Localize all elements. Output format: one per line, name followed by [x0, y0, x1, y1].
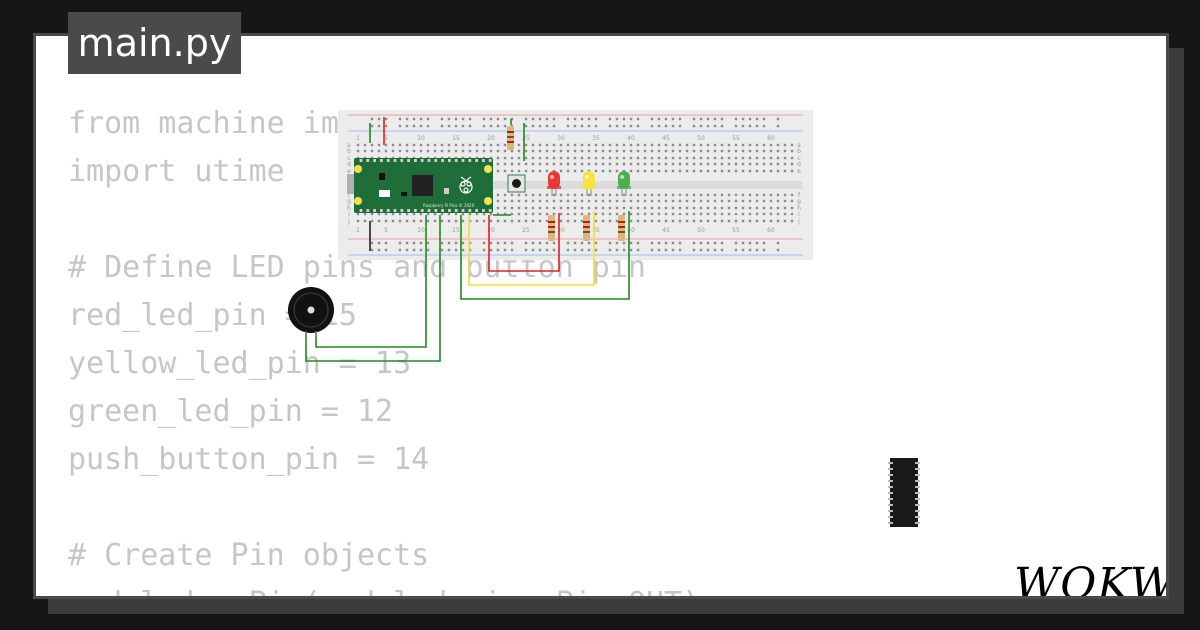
resistor-pullup	[507, 126, 514, 150]
code-line: green_led_pin = 12	[68, 394, 394, 429]
code-line: push_button_pin = 14	[68, 442, 430, 477]
raspberry-logo-icon	[459, 176, 473, 194]
wokwi-logo-text: WOKWi	[1014, 559, 1166, 599]
breadboard-row-label: b	[797, 148, 801, 155]
code-line: yellow_led_pin = 13	[68, 346, 412, 381]
wire-green-led	[460, 211, 630, 300]
breadboard-column-label: 45	[662, 135, 670, 142]
breadboard-row-label: e	[347, 168, 351, 175]
breadboard-column-label: 25	[522, 135, 530, 142]
code-line: red_led = Pin(red_led_pin, Pin.OUT)	[68, 580, 700, 596]
breadboard-column-label: 5	[384, 227, 388, 234]
breadboard-row-label: j	[797, 218, 800, 225]
breadboard-row-label: h	[347, 205, 351, 212]
breadboard-column-label: 35	[592, 227, 600, 234]
breadboard-row-label: b	[347, 148, 351, 155]
file-tab[interactable]: main.py	[68, 12, 241, 74]
breadboard-row-label: f	[348, 192, 351, 199]
breadboard-column-label: 20	[487, 227, 495, 234]
led-resistors	[548, 215, 625, 241]
wokwi-logo: WOKWi	[1014, 559, 1166, 596]
resistor-red	[548, 215, 555, 241]
breadboard-row-label: g	[347, 198, 351, 205]
breadboard-column-label: 40	[627, 227, 635, 234]
breadboard-column-label: 60	[767, 135, 775, 142]
rp2040-chip	[412, 175, 433, 196]
breadboard-column-label: 30	[557, 135, 565, 142]
raspberry-pi-pico: Raspberry Pi Pico © 2020	[347, 158, 493, 213]
breadboard-column-label: 35	[592, 135, 600, 142]
led-green	[617, 171, 631, 196]
wire-buzzer-1	[315, 215, 427, 348]
bootsel-button	[379, 190, 390, 197]
push-button	[507, 174, 526, 193]
breadboard-column-label: 1	[356, 227, 360, 234]
breadboard-row-label: i	[798, 211, 800, 218]
breadboard-row-label: h	[797, 205, 801, 212]
pico-pins	[359, 159, 492, 212]
breadboard-column-label: 50	[697, 227, 705, 234]
buzzer	[288, 287, 334, 337]
breadboard-column-label: 25	[522, 227, 530, 234]
breadboard-column-label: 30	[557, 227, 565, 234]
breadboard-row-label: a	[797, 142, 801, 149]
breadboard-column-label: 45	[662, 227, 670, 234]
code-line: import utime	[68, 154, 285, 189]
breadboard-row-label: f	[798, 192, 801, 199]
resistor-yellow	[583, 215, 590, 241]
resistor-green	[618, 215, 625, 241]
breadboard-row-label: a	[347, 142, 351, 149]
breadboard-column-label: 55	[732, 135, 740, 142]
breadboard-row-label: c	[797, 155, 800, 162]
breadboard-row-label: e	[797, 168, 801, 175]
wire-yellow-led	[468, 211, 595, 286]
code-line: # Create Pin objects	[68, 538, 430, 573]
breadboard-column-label: 15	[452, 227, 460, 234]
wire-buzzer-2	[305, 215, 441, 362]
breadboard-column-label: 1	[356, 135, 360, 142]
breadboard-column-label: 5	[384, 135, 388, 142]
breadboard-row-label: d	[797, 161, 801, 168]
breadboard-row-label: c	[347, 155, 350, 162]
pico-silkscreen: Raspberry Pi Pico © 2020	[423, 203, 475, 208]
breadboard-column-label: 55	[732, 227, 740, 234]
leds	[547, 171, 631, 196]
breadboard-row-label: j	[347, 218, 350, 225]
breadboard-column-label: 10	[417, 135, 425, 142]
breadboard-column-label: 10	[417, 227, 425, 234]
breadboard-row-label: d	[347, 161, 351, 168]
led-yellow	[582, 171, 596, 196]
led-red	[547, 171, 561, 196]
breadboard-row-label: g	[797, 198, 801, 205]
breadboard-column-label: 40	[627, 135, 635, 142]
ic-chip	[888, 458, 920, 527]
breadboard-column-label: 60	[767, 227, 775, 234]
breadboard-column-label: 50	[697, 135, 705, 142]
breadboard-column-label: 20	[487, 135, 495, 142]
breadboard-column-label: 15	[452, 135, 460, 142]
breadboard-row-label: i	[348, 211, 350, 218]
wire-red-led	[488, 213, 560, 272]
wires	[305, 117, 630, 362]
